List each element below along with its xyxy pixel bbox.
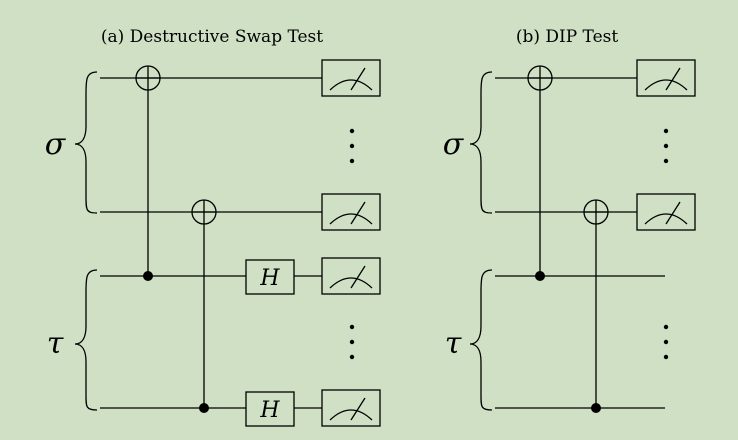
panel-a-tau-brace-icon (74, 269, 98, 411)
control-dot-icon (143, 271, 153, 281)
panel-a-hadamard-label-1: H (259, 266, 280, 291)
cnot-target-icon (191, 199, 217, 225)
panel-a-hadamard-label-2: H (259, 398, 280, 423)
measurement-meter-icon (321, 193, 381, 231)
control-dot-icon (535, 271, 545, 281)
panel-b-caption: (b) DIP Test (516, 27, 619, 47)
panel-a-caption: (a) Destructive Swap Test (101, 27, 323, 47)
measurement-meter-icon (321, 257, 381, 295)
panel-b-tau-brace-icon (469, 269, 493, 411)
panel-a-hadamard-gate-1 (245, 259, 295, 295)
panel-b-sigma-label: σ (443, 127, 465, 162)
panel-a-hadamard-gate-2 (245, 391, 295, 427)
panel-a: (a) Destructive Swap Test σ τ H (45, 27, 381, 427)
cnot-target-icon (527, 65, 553, 91)
panel-a-tau-label: τ (47, 326, 64, 361)
panel-b: (b) DIP Test σ τ (443, 27, 696, 413)
panel-b-sigma-brace-icon (469, 71, 493, 214)
panel-a-sigma-label: σ (45, 127, 67, 162)
vertical-ellipsis-icon (349, 128, 355, 164)
cnot-target-icon (135, 65, 161, 91)
measurement-meter-icon (636, 59, 696, 97)
panel-b-tau-label: τ (445, 326, 462, 361)
panel-a-sigma-brace-icon (74, 71, 98, 214)
vertical-ellipsis-icon (663, 128, 669, 164)
measurement-meter-icon (636, 193, 696, 231)
cnot-target-icon (583, 199, 609, 225)
vertical-ellipsis-icon (663, 324, 669, 360)
measurement-meter-icon (321, 389, 381, 427)
control-dot-icon (199, 403, 209, 413)
measurement-meter-icon (321, 59, 381, 97)
vertical-ellipsis-icon (349, 324, 355, 360)
control-dot-icon (591, 403, 601, 413)
